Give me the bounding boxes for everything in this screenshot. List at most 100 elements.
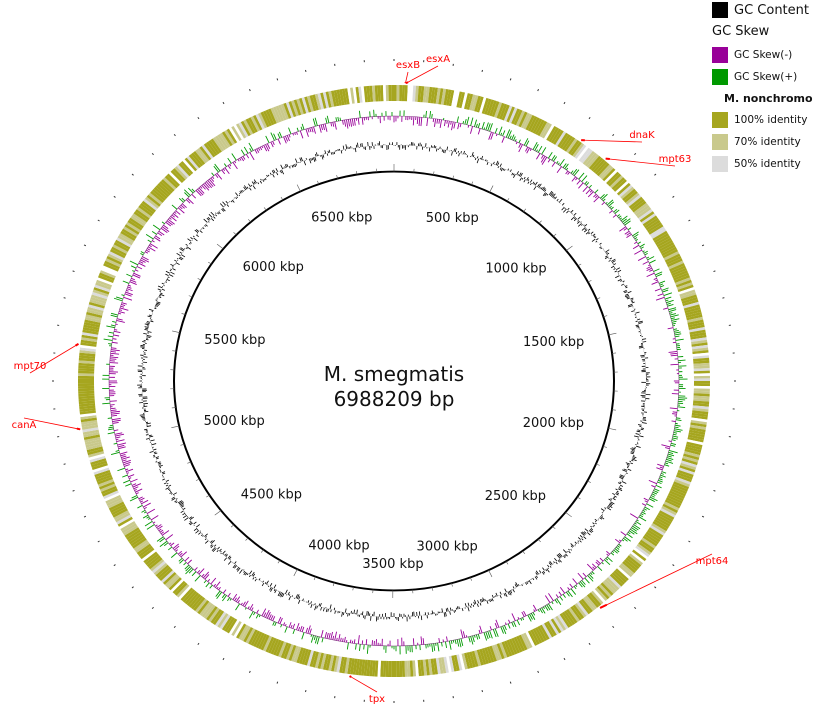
skew-bar	[660, 474, 666, 478]
identity-segment	[79, 405, 96, 410]
skew-bar	[585, 182, 590, 186]
skew-bar	[477, 634, 481, 639]
skew-bar	[108, 426, 114, 429]
gc-bar	[564, 207, 566, 210]
identity-segment	[144, 553, 160, 566]
gc-bar	[512, 586, 515, 589]
identity-segment	[174, 166, 188, 180]
identity-segment	[607, 575, 622, 589]
identity-segment	[586, 154, 600, 169]
identity-segment	[120, 521, 136, 532]
skew-bar	[330, 631, 333, 640]
identity-segment	[651, 228, 667, 239]
skew-bar	[146, 524, 155, 530]
gc-bar	[144, 326, 149, 328]
skew-bar	[108, 331, 114, 334]
gc-bar	[628, 305, 633, 308]
skew-bar	[187, 559, 192, 565]
outer-mark	[276, 78, 279, 81]
gc-bar	[523, 179, 526, 183]
gc-bar	[512, 588, 515, 593]
gc-bar	[190, 237, 193, 240]
skew-bar	[132, 274, 141, 279]
scale-tick	[471, 181, 474, 186]
skew-bar	[181, 203, 187, 208]
skew-bar	[123, 479, 130, 484]
skew-bar	[624, 220, 631, 226]
gc-bar	[334, 610, 336, 614]
skew-bar	[669, 313, 676, 316]
identity-segment	[580, 598, 593, 613]
skew-bar	[494, 623, 498, 629]
skew-bar	[551, 162, 556, 167]
skew-bar	[159, 540, 168, 547]
gc-bar	[354, 147, 357, 153]
identity-segment	[267, 637, 277, 654]
identity-segment	[557, 132, 569, 148]
identity-segment	[360, 659, 366, 676]
identity-segment	[86, 443, 103, 451]
identity-segment	[293, 646, 302, 663]
outer-mark	[481, 689, 483, 693]
identity-segment	[692, 350, 709, 355]
skew-bar	[141, 257, 150, 263]
gc-bar	[252, 185, 256, 190]
gc-bar	[504, 588, 507, 593]
gc-bar	[619, 481, 622, 484]
gc-bar	[608, 503, 613, 507]
identity-segment	[451, 655, 458, 672]
identity-segment	[563, 137, 576, 152]
identity-segment	[217, 613, 229, 628]
identity-segment	[420, 86, 425, 103]
outer-mark	[563, 657, 566, 661]
identity-segment	[466, 93, 474, 110]
skew-bar	[425, 110, 427, 118]
skew-bar	[216, 591, 223, 600]
identity-segment	[87, 448, 104, 456]
identity-segment	[513, 109, 523, 126]
skew-bar	[648, 264, 651, 267]
identity-segment	[682, 455, 699, 463]
gc-bar	[499, 594, 502, 599]
gc-bar	[500, 167, 503, 172]
identity-segment	[135, 209, 150, 221]
identity-segment	[81, 424, 99, 430]
outer-mark	[249, 670, 251, 674]
gc-bar	[561, 202, 565, 206]
identity-segment	[288, 644, 297, 661]
identity-segment	[275, 105, 285, 122]
gc-skew-neg-swatch	[712, 47, 728, 63]
scale-tick	[537, 539, 541, 543]
identity-segment	[113, 242, 130, 252]
legend-label: 50% identity	[734, 158, 801, 170]
identity-segment	[217, 134, 229, 149]
skew-bar	[234, 597, 237, 601]
skew-bar	[670, 442, 677, 445]
gc-bar	[171, 266, 174, 268]
skew-bar	[644, 252, 648, 256]
gc-bar	[140, 415, 145, 417]
skew-bar	[668, 450, 678, 454]
gc-bar	[446, 146, 449, 151]
identity-segment	[544, 124, 555, 140]
gc-skew-pos-swatch	[712, 69, 728, 85]
scale-tick	[603, 315, 608, 317]
identity-segment	[104, 260, 120, 270]
gc-bar	[528, 580, 532, 585]
identity-segment	[139, 202, 155, 215]
outer-mark	[97, 219, 100, 222]
skew-bar	[664, 296, 672, 300]
skew-bar	[504, 625, 507, 631]
identity-segment	[520, 633, 531, 650]
gc-bar	[322, 154, 325, 158]
gc-bar	[273, 588, 276, 592]
identity-segment	[107, 499, 124, 509]
identity-segment	[226, 128, 238, 144]
skew-bar	[450, 640, 453, 644]
skew-bar	[154, 237, 161, 242]
identity-segment	[596, 585, 610, 600]
identity-segment	[148, 192, 163, 205]
identity-segment	[576, 146, 589, 161]
identity-segment	[474, 95, 482, 112]
skew-bar	[277, 138, 281, 145]
